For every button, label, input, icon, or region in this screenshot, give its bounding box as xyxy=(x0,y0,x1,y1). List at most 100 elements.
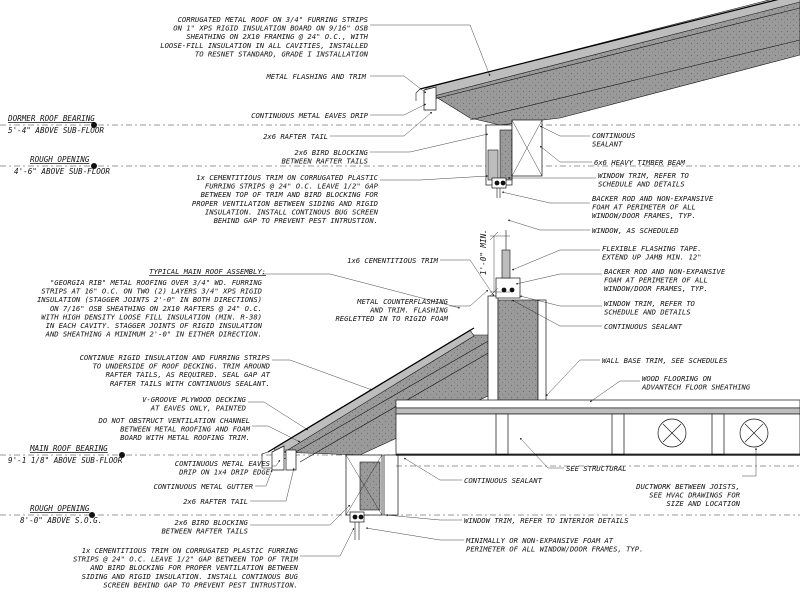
note-line: INSULATION. INSTALL CONTINOUS BUG SCREEN xyxy=(205,207,379,216)
note-line: WITH HIGH DENSITY LOOSE FILL INSULATION … xyxy=(41,312,262,321)
note-ductwork: DUCTWORK BETWEEN JOISTS,SEE HVAC DRAWING… xyxy=(635,482,741,508)
note-line: BETWEEN RAFTER TAILS xyxy=(161,527,248,536)
note-line: AND SHEATHING A MINIMUM 2'-0" IN EITHER … xyxy=(45,330,262,339)
note-line: AND TRIM. FLASHING xyxy=(369,306,449,315)
note-line: INSULATION (STAGGER JOINTS 2'-0" IN BOTH… xyxy=(37,295,262,304)
note-line: CORRUGATED METAL ROOF ON 3/4" FURRING ST… xyxy=(178,15,369,24)
dormer-side-wall xyxy=(487,230,547,417)
level-title: ROUGH OPENING xyxy=(30,504,90,513)
leaders xyxy=(248,24,757,557)
level-rough-opening-upper: ROUGH OPENING 4'-6" ABOVE SUB-FLOOR xyxy=(14,155,110,176)
note-line: DUCTWORK BETWEEN JOISTS, xyxy=(635,482,740,491)
level-title: DORMER ROOF BEARING xyxy=(7,114,95,123)
note-metal-flashing: METAL FLASHING AND TRIM xyxy=(265,72,366,81)
note-line: WINDOW/DOOR FRAMES, TYP. xyxy=(604,284,708,293)
note-line: RAFTER TAILS WITH CONTINUOUS SEALANT. xyxy=(110,379,270,388)
callout-notes: TYPICAL MAIN ROOF ASSEMBLY: CORRUGATED M… xyxy=(37,15,751,589)
note-line: 1x6 CEMENTITIOUS TRIM xyxy=(347,256,439,265)
note-heavy-timber: 6x6 HEAVY TIMBER BEAM xyxy=(594,158,686,167)
note-line: SEE STRUCTURAL xyxy=(566,464,627,473)
note-line: BEHIND GAP TO PREVENT PEST INTRUSTION. xyxy=(214,216,378,225)
note-line: WINDOW TRIM, REFER TO INTERIOR DETAILS xyxy=(464,516,629,525)
note-line: RAFTER TAILS, AS REQUIRED. SEAL GAP AT xyxy=(106,370,271,379)
note-line: BOARD WITH METAL ROOFING TRIM. xyxy=(120,433,250,442)
note-window-scheduled: WINDOW, AS SCHEDULED xyxy=(592,226,679,235)
note-continue-rigid: CONTINUE RIGID INSULATION AND FURRING ST… xyxy=(80,353,271,388)
note-line: BETWEEN TOP OF TRIM AND BIRD BLOCKING FO… xyxy=(201,190,379,199)
note-cementitious-upper: 1x CEMENTITIOUS TRIM ON CORRUGATED PLAST… xyxy=(192,173,379,225)
note-line: METAL FLASHING AND TRIM xyxy=(265,72,366,81)
note-continuous-sealant-mid: CONTINUOUS SEALANT xyxy=(604,322,683,331)
note-line: FURRING STRIPS @ 24" O.C. LEAVE 1/2" GAP xyxy=(205,182,379,191)
note-line: 1x CEMENTITIOUS TRIM ON CORRUGATED PLAST… xyxy=(196,173,378,182)
note-line: REGLETTED IN TO RIGID FOAM xyxy=(335,314,448,323)
note-line: "GEORGIA RIB" METAL ROOFING OVER 3/4" WD… xyxy=(50,278,263,287)
level-value: 4'-6" ABOVE SUB-FLOOR xyxy=(14,167,110,176)
note-line: CONTINUE RIGID INSULATION AND FURRING ST… xyxy=(80,353,271,362)
note-line: TO UNDERSIDE OF ROOF DECKING. TRIM AROUN… xyxy=(93,362,270,371)
note-line: SHEATHING ON 2X10 FRAMING @ 24" O.C., WI… xyxy=(186,32,368,41)
note-line: STRIPS @ 24" O.C. LEAVE 1/2" GAP BETWEEN… xyxy=(73,555,299,564)
note-line: SIZE AND LOCATION xyxy=(666,499,740,508)
note-rafter-tail-upper: 2x6 RAFTER TAIL xyxy=(263,132,328,141)
note-flexible-flashing: FLEXIBLE FLASHING TAPE.EXTEND UP JAMB MI… xyxy=(602,244,702,262)
note-rafter-tail-lower: 2x6 RAFTER TAIL xyxy=(183,497,248,506)
main-wall xyxy=(345,454,399,540)
note-line: V-GROOVE PLYWOOD DECKING xyxy=(142,395,247,404)
note-line: FOAM AT PERIMETER OF ALL xyxy=(592,203,696,212)
note-line: WOOD FLOORING ON xyxy=(642,374,712,383)
note-cementitious-1x: 1x6 CEMENTITIOUS TRIM xyxy=(347,256,439,265)
note-line: BETWEEN RAFTER TAILS xyxy=(281,157,368,166)
note-line: STRIPS AT 16" O.C. ON TWO (2) LAYERS 3/4… xyxy=(41,287,262,296)
note-line: FLEXIBLE FLASHING TAPE. xyxy=(602,244,702,253)
note-line: WINDOW/DOOR FRAMES, TYP. xyxy=(592,211,696,220)
note-line: SEALANT xyxy=(592,140,623,149)
note-line: CONTINUOUS SEALANT xyxy=(464,476,543,485)
level-title: ROUGH OPENING xyxy=(30,155,90,164)
note-line: SIDING AND RIGID INSULATION. INSTALL CON… xyxy=(82,572,299,581)
note-line: EXTEND UP JAMB MIN. 12" xyxy=(602,253,702,262)
note-line: SCREEN BEHIND GAP TO PREVENT PEST INTRUS… xyxy=(103,580,298,589)
level-dormer-bearing: DORMER ROOF BEARING 5'-4" ABOVE SUB-FLOO… xyxy=(7,114,104,135)
note-line: CONTINUOUS SEALANT xyxy=(604,322,683,331)
note-continuous-sealant-low: CONTINUOUS SEALANT xyxy=(464,476,543,485)
note-line: ON 1" XPS RIGID INSULATION BOARD ON 9/16… xyxy=(173,24,368,33)
note-line: PROPER VENTILATION BETWEEN SIDING AND RI… xyxy=(192,199,378,208)
note-line: DO NOT OBSTRUCT VENTILATION CHANNEL xyxy=(98,416,250,425)
note-eaves-drip-upper: CONTINUOUS METAL EAVES DRIP xyxy=(251,111,369,120)
note-line: AND BIRD BLOCKING FOR PROPER VENTILATION… xyxy=(89,563,298,572)
note-wall-base-trim: WALL BASE TRIM, SEE SCHEDULES xyxy=(602,356,728,365)
note-line: METAL COUNTERFLASHING xyxy=(356,297,449,306)
note-line: TO RESNET STANDARD, GRADE I INSTALLATION xyxy=(195,49,369,58)
note-line: CONTINUOUS xyxy=(592,131,636,140)
level-value: 8'-0" ABOVE S.O.G. xyxy=(20,516,102,525)
level-title: MAIN ROOF BEARING xyxy=(29,444,108,453)
note-line: PERIMETER OF ALL WINDOW/DOOR FRAMES, TYP… xyxy=(466,545,643,554)
dimension-label: 1'-0" MIN. xyxy=(479,229,488,275)
main-roof-assembly xyxy=(261,327,491,471)
note-line: LOOSE-FILL INSULATION IN ALL CAVITIES, I… xyxy=(160,41,368,50)
note-line: WINDOW, AS SCHEDULED xyxy=(592,226,679,235)
note-window-trim-interior: WINDOW TRIM, REFER TO INTERIOR DETAILS xyxy=(464,516,629,525)
note-line: ADVANTECH FLOOR SHEATHING xyxy=(641,383,751,392)
typical-roof-title: TYPICAL MAIN ROOF ASSEMBLY: xyxy=(149,267,266,276)
note-line: MINIMALLY OR NON-EXPANSIVE FOAM AT xyxy=(465,536,614,545)
note-line: WALL BASE TRIM, SEE SCHEDULES xyxy=(602,356,728,365)
note-corrugated-roof: CORRUGATED METAL ROOF ON 3/4" FURRING ST… xyxy=(160,15,368,58)
level-lines xyxy=(0,122,800,518)
note-line: WINDOW TRIM, REFER TO xyxy=(604,299,696,308)
dormer-wall xyxy=(485,119,543,198)
